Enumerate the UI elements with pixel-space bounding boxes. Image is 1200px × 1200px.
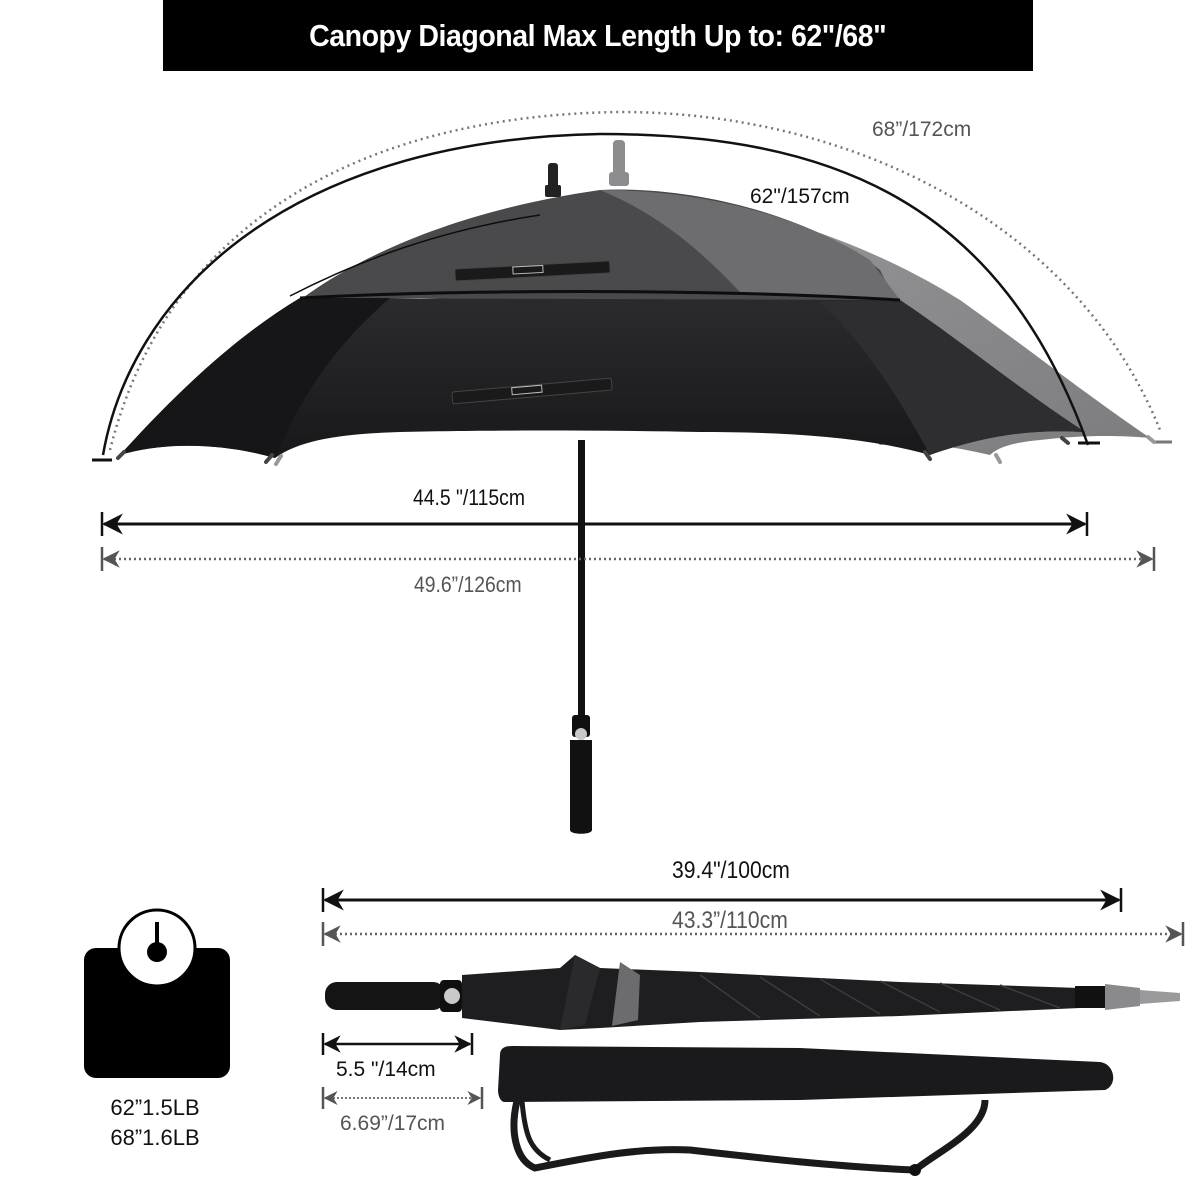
weight-62-label: 62”1.5LB — [110, 1095, 200, 1120]
outer-canopy-arc — [108, 110, 1172, 451]
title-text: Canopy Diagonal Max Length Up to: 62"/68… — [309, 17, 887, 53]
closed-length-inner-dimension — [321, 888, 1123, 912]
canopy-inner-label: 62"/157cm — [750, 185, 850, 208]
carry-sleeve — [498, 1046, 1114, 1176]
scale-icon — [84, 908, 230, 1078]
umbrella-shaft — [570, 440, 592, 834]
closed-length-inner-label: 39.4"/100cm — [672, 857, 790, 884]
handle-inner-label: 5.5 "/14cm — [336, 1058, 436, 1081]
open-width-outer-dimension — [100, 547, 1156, 571]
open-width-inner-label: 44.5 "/115cm — [413, 485, 525, 510]
closed-length-outer-label: 43.3”/110cm — [672, 907, 788, 934]
canopy-outer-label: 68”/172cm — [872, 118, 972, 141]
inner-canopy-arc — [92, 132, 1100, 462]
open-width-inner-dimension — [100, 512, 1089, 536]
handle-inner-dimension — [321, 1033, 474, 1055]
weight-68-label: 68”1.6LB — [110, 1125, 200, 1150]
open-umbrella — [116, 140, 1156, 466]
title-banner: Canopy Diagonal Max Length Up to: 62"/68… — [163, 0, 1033, 71]
open-width-outer-label: 49.6”/126cm — [414, 572, 522, 597]
handle-outer-dimension — [321, 1087, 484, 1109]
closed-length-outer-dimension — [321, 922, 1185, 946]
handle-outer-label: 6.69”/17cm — [340, 1112, 446, 1135]
closed-umbrella — [325, 955, 1180, 1030]
